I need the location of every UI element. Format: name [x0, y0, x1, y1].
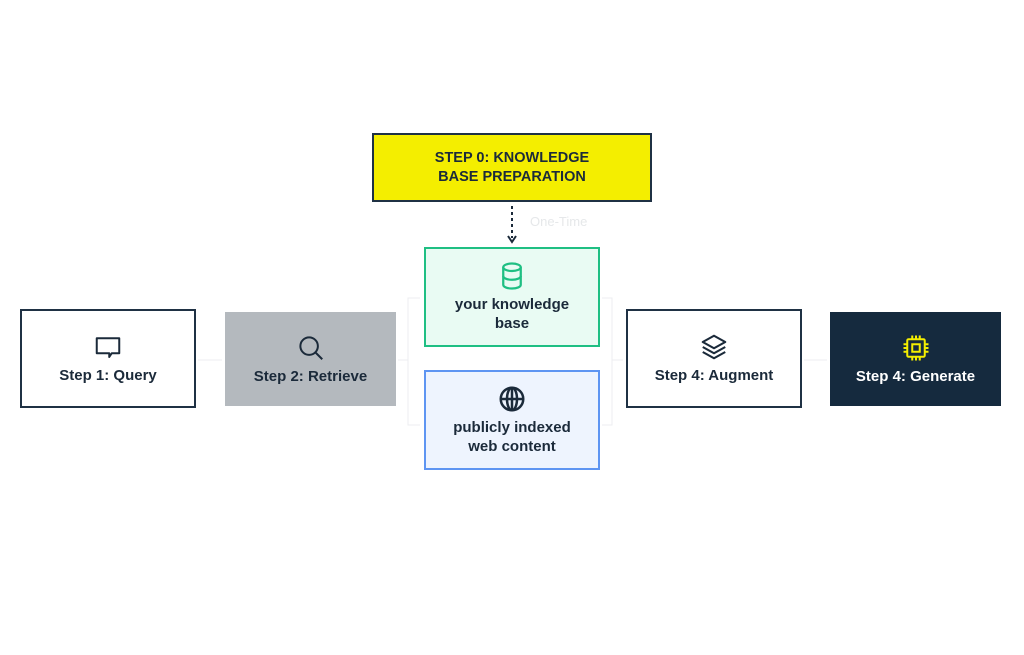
kb-label-line2: base	[494, 315, 530, 332]
chat-bubble-icon	[95, 337, 121, 358]
chip-icon	[903, 335, 928, 360]
step2-label: Step 2: Retrieve	[253, 367, 368, 385]
your-knowledge-base-box: your knowledge base	[424, 247, 600, 347]
step0-label-line2: BASE PREPARATION	[438, 168, 586, 185]
layers-icon	[701, 334, 727, 360]
publicly-indexed-web-content-box: publicly indexed web content	[424, 370, 600, 470]
globe-icon	[499, 386, 525, 412]
search-icon	[298, 335, 323, 360]
kb-label-line1: your knowledge	[454, 296, 570, 313]
step4-label: Step 4: Generate	[855, 367, 976, 385]
web-label-line2: web content	[468, 438, 556, 455]
step3-label: Step 4: Augment	[654, 367, 774, 384]
web-label-line1: publicly indexed	[453, 419, 571, 436]
step1-label: Step 1: Query	[59, 367, 157, 384]
connector-sources-augment	[602, 297, 623, 426]
one-time-arrow	[507, 206, 517, 244]
step4-generate-box: Step 4: Generate	[830, 312, 1001, 406]
step0-label-line1: STEP 0: KNOWLEDGE	[434, 149, 590, 166]
database-icon	[502, 262, 522, 290]
step3-augment-box: Step 4: Augment	[626, 309, 802, 408]
step0-knowledge-base-preparation: STEP 0: KNOWLEDGE BASE PREPARATION	[372, 133, 652, 202]
step1-query-box: Step 1: Query	[20, 309, 196, 408]
connector-retrieve-sources	[398, 297, 420, 426]
step2-retrieve-box: Step 2: Retrieve	[225, 312, 396, 406]
one-time-label: One-Time	[530, 214, 588, 229]
